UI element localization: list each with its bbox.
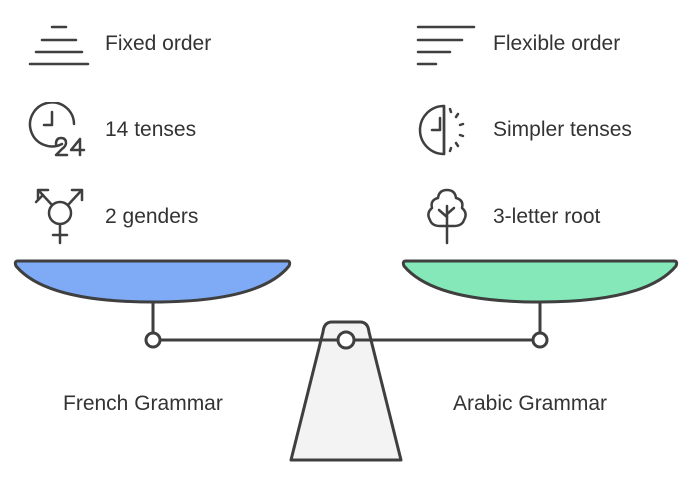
gender-symbol-icon (34, 188, 84, 245)
right-item-label-flexible-order: Flexible order (493, 32, 621, 55)
right-side-title: Arabic Grammar (453, 392, 608, 415)
clock-24-icon (28, 102, 86, 157)
tree-icon (427, 188, 467, 245)
right-item-label-tenses: Simpler tenses (493, 118, 632, 141)
left-pan (13, 259, 292, 304)
left-side-title: French Grammar (63, 392, 223, 415)
scale-base (289, 320, 403, 462)
pivot-joint (336, 330, 356, 350)
align-center-lines-icon (28, 25, 90, 66)
half-clock-icon (418, 104, 465, 156)
left-joint (144, 331, 162, 349)
align-left-lines-icon (416, 25, 476, 66)
left-item-label-tenses: 14 tenses (105, 118, 197, 141)
left-item-label-fixed-order: Fixed order (105, 32, 212, 55)
right-item-label-root: 3-letter root (493, 205, 601, 228)
right-joint (531, 331, 549, 349)
right-pan (401, 259, 679, 304)
left-item-label-genders: 2 genders (105, 205, 199, 228)
